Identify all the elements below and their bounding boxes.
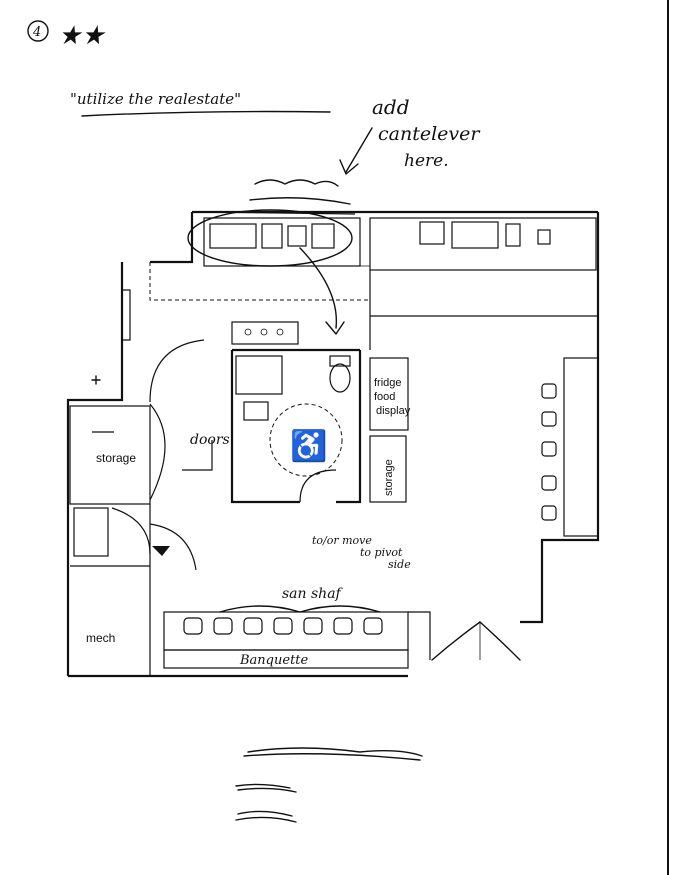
page-number-badge: 4 (27, 20, 49, 42)
callout-line1: add (372, 95, 410, 119)
stool-icon (541, 383, 557, 399)
food-label: food (374, 391, 395, 403)
seating-above-note: san shaf (282, 586, 344, 602)
sink-icon (209, 223, 257, 249)
back-counter (203, 217, 597, 271)
move-arrow (299, 247, 338, 329)
wheelchair-icon: ♿ (290, 428, 327, 463)
callout-line3: here. (404, 151, 449, 171)
callout-line2: cantelever (378, 123, 481, 145)
storage-right-label: storage (383, 459, 395, 496)
star-icons: ★★ (58, 21, 106, 51)
header-underline (81, 110, 331, 117)
callout-arrow (345, 127, 373, 173)
circled-appliances (187, 209, 353, 267)
side-note: side (388, 558, 411, 571)
appliance-icon (261, 223, 283, 249)
toilet-icon (329, 363, 351, 393)
chair-icon (183, 617, 203, 635)
header-note: "utilize the realestate" (70, 90, 241, 108)
doors-note: doors (190, 432, 230, 448)
mech-label: mech (86, 631, 115, 645)
storage-left-label: storage (96, 451, 136, 465)
turning-circle (269, 403, 343, 477)
fridge-label: fridge (374, 377, 402, 389)
display-label: display (376, 405, 411, 417)
bar-counter (541, 357, 599, 537)
to-pivot-note: to pivot (360, 546, 403, 559)
page-number: 4 (32, 25, 41, 40)
fridge-display-unit: fridge food display storage (369, 357, 411, 503)
arrow-marker-icon (152, 546, 170, 556)
crossed-out-notes (235, 747, 423, 823)
mech-room: mech (70, 504, 197, 676)
to-move-note: to/or move (312, 534, 372, 547)
storage-room: storage (69, 375, 166, 505)
cantilever-scribble (254, 179, 339, 187)
restroom-block: ♿ (230, 321, 362, 504)
banquette-seating: san shaf Banquette (163, 586, 409, 669)
seating-below-note: Banquette (239, 653, 309, 668)
